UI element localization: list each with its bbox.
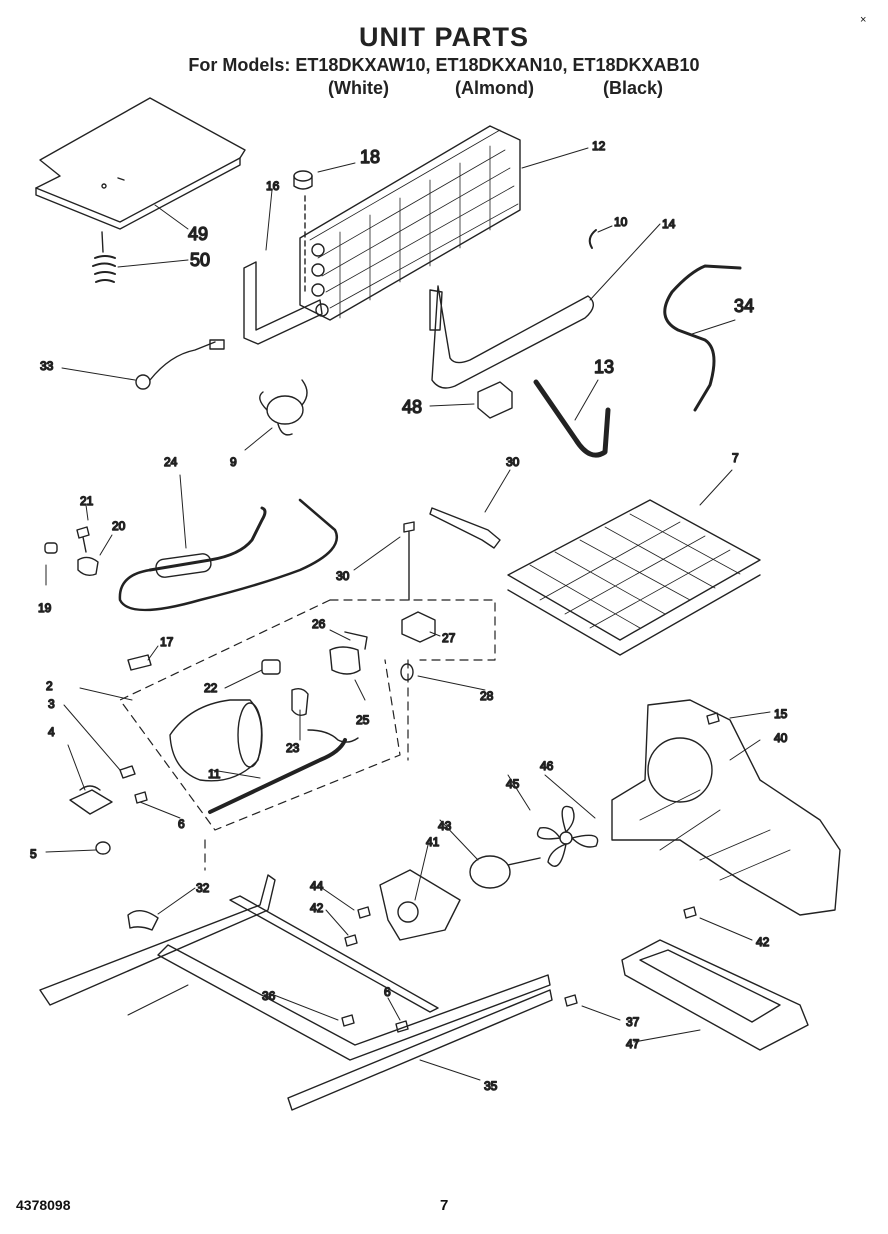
callout-10: 10: [614, 215, 628, 229]
callout-44: 44: [310, 879, 324, 893]
part-fittings: [261, 631, 368, 743]
part-fan-blade: [536, 805, 599, 867]
page-number: 7: [440, 1197, 449, 1214]
part-drain-tube: [663, 264, 742, 412]
callout-labels: 18 12 49 50 16 10 14 34 13 48 33 9 24 7 …: [29, 138, 788, 1093]
callout-11: 11: [208, 767, 221, 781]
part-accumulator: [208, 738, 347, 814]
callout-40: 40: [774, 731, 788, 745]
callout-20: 20: [112, 519, 126, 533]
callout-42a: 42: [310, 901, 324, 915]
callout-45: 45: [506, 777, 520, 791]
callout-48: 48: [402, 397, 422, 417]
callout-42b: 42: [756, 935, 770, 949]
callout-37: 37: [626, 1015, 640, 1029]
part-clip: [588, 229, 597, 249]
part-bracket: [243, 261, 323, 345]
callout-49: 49: [188, 224, 208, 244]
callout-4: 4: [48, 725, 55, 739]
part-cap: [477, 381, 513, 419]
callout-34: 34: [734, 296, 754, 316]
color-almond: (Almond): [455, 78, 534, 98]
part-plug: [127, 654, 152, 671]
callout-43: 43: [438, 819, 452, 833]
part-hose: [533, 379, 611, 458]
callout-30: 30: [506, 455, 520, 469]
part-screw-29: [403, 521, 415, 601]
callout-41: 41: [426, 835, 440, 849]
part-tie-wrap: [429, 507, 501, 549]
callout-46: 46: [540, 759, 554, 773]
part-evaporator: [507, 499, 761, 656]
callout-18: 18: [360, 147, 380, 167]
part-screw-set: [44, 526, 99, 577]
callout-25b: 25: [356, 713, 370, 727]
dashed-relay-group: [119, 599, 496, 871]
callout-6b: 6: [384, 985, 391, 999]
callout-13: 13: [594, 357, 614, 377]
callout-36: 36: [262, 989, 276, 1003]
corner-mark: ×: [860, 14, 867, 26]
callout-19: 19: [38, 601, 52, 615]
part-heater: [429, 285, 594, 389]
callout-27: 27: [442, 631, 456, 645]
callout-5: 5: [30, 847, 37, 861]
callout-22: 22: [204, 681, 218, 695]
part-condenser: [299, 125, 521, 321]
part-cover-plate: [35, 97, 246, 230]
part-compressor: [169, 699, 263, 782]
leader-lines: [45, 147, 771, 1081]
document-number: 4378098: [16, 1197, 71, 1213]
callout-17: 17: [160, 635, 174, 649]
callout-33: 33: [40, 359, 54, 373]
part-grommet: [293, 170, 313, 293]
callout-47: 47: [626, 1037, 640, 1051]
callout-7: 7: [732, 451, 739, 465]
callout-3: 3: [48, 697, 55, 711]
part-fan-housing: [611, 699, 841, 916]
callout-6a: 6: [178, 817, 185, 831]
part-screws-42-44: [344, 712, 720, 947]
part-valve: [259, 379, 308, 436]
part-fan-motor: [379, 855, 541, 941]
model-list: For Models: ET18DKXAW10, ET18DKXAN10, ET…: [188, 55, 700, 75]
part-grommet-28: [400, 663, 414, 681]
page-title: UNIT PARTS: [359, 22, 529, 52]
part-base-frame: [39, 874, 553, 1111]
part-clip-32: [127, 910, 159, 931]
part-mounting-hardware: [69, 765, 148, 855]
callout-35: 35: [484, 1079, 498, 1093]
callout-12: 12: [592, 139, 606, 153]
callout-24: 24: [164, 455, 178, 469]
callout-16: 16: [266, 179, 280, 193]
part-dryer-line: [118, 498, 338, 612]
part-relay: [401, 611, 436, 643]
part-sensor: [135, 339, 225, 390]
callout-23: 23: [286, 741, 300, 755]
callout-50: 50: [190, 250, 210, 270]
callout-28: 28: [480, 689, 494, 703]
callout-15: 15: [774, 707, 788, 721]
color-black: (Black): [603, 78, 664, 98]
callout-26: 26: [312, 617, 326, 631]
callout-32: 32: [196, 881, 210, 895]
callout-9: 9: [230, 455, 237, 469]
part-drain-pan: [621, 939, 809, 1051]
callout-14: 14: [662, 217, 676, 231]
callout-29: 30: [336, 569, 350, 583]
part-screws-bottom: [341, 994, 578, 1033]
part-spring: [92, 231, 116, 283]
color-white: (White): [328, 78, 389, 98]
callout-21: 21: [80, 494, 94, 508]
callout-2: 2: [46, 679, 53, 693]
